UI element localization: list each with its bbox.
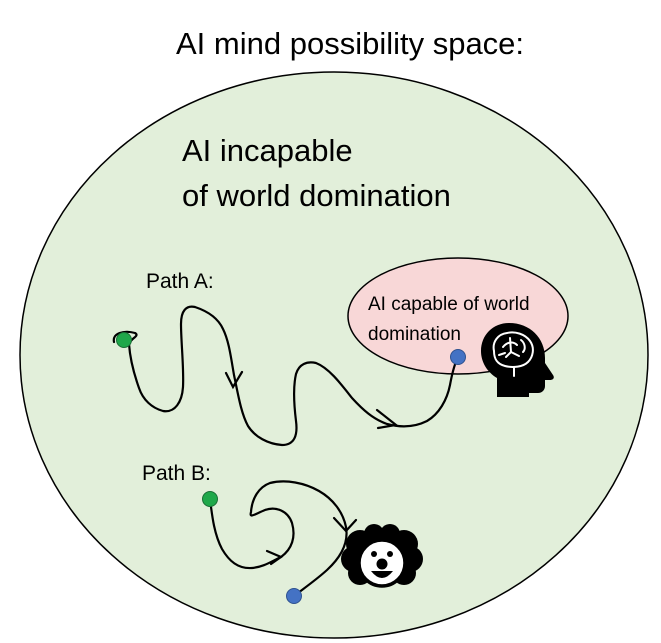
path-a-arrowhead-2	[375, 408, 399, 430]
path-b-arrowhead-2	[332, 516, 358, 533]
diagram-title: AI mind possibility space:	[176, 26, 525, 61]
path-a-end-dot	[450, 349, 466, 365]
inner-region-label: AI capable of world domination	[368, 290, 530, 350]
clown-face-icon	[341, 524, 423, 588]
outer-region-label-line1: AI incapable	[182, 133, 353, 168]
path-a-start-dot	[116, 332, 132, 348]
path-a-arrowhead-1	[224, 370, 244, 390]
path-b	[202, 480, 358, 604]
outer-region-label: AI incapable of world domination	[182, 128, 451, 218]
path-b-end-dot	[286, 588, 302, 604]
path-b-start-dot	[202, 491, 218, 507]
path-a	[112, 305, 466, 447]
inner-region-label-line1: AI capable of world	[368, 294, 530, 315]
inner-region-label-line2: domination	[368, 324, 461, 345]
path-b-arrowhead-1	[265, 549, 284, 566]
outer-region-label-line2: of world domination	[182, 178, 451, 213]
path-b-label: Path B:	[142, 462, 211, 485]
head-with-brain-icon	[481, 323, 554, 397]
outer-region-ellipse	[19, 71, 649, 639]
path-a-line	[112, 305, 460, 447]
path-a-label: Path A:	[146, 270, 214, 293]
